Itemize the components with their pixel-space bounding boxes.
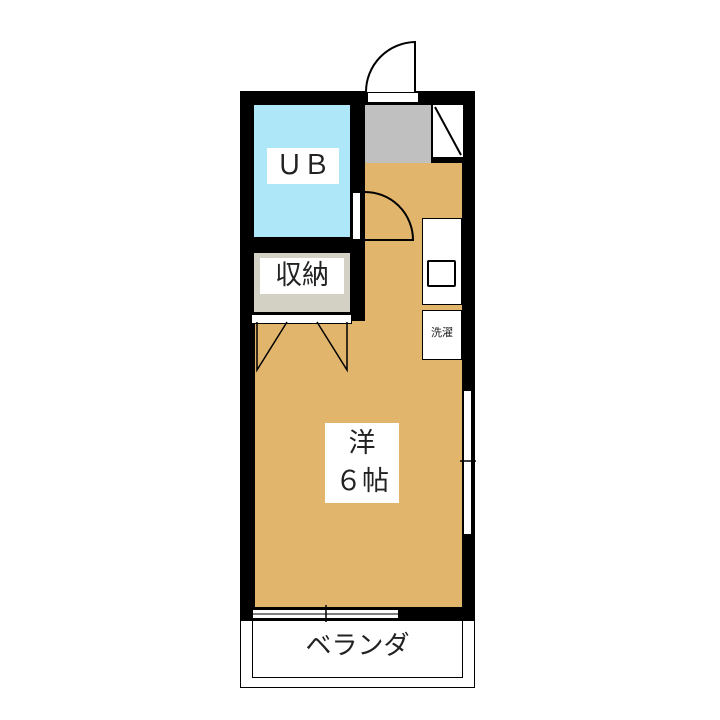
main-room-type: 洋	[348, 428, 376, 459]
side-window	[463, 390, 472, 535]
washer-space	[422, 310, 462, 360]
balcony-label: ベランダ	[305, 631, 410, 661]
sink	[427, 260, 456, 287]
entrance-door-icon	[365, 40, 416, 93]
main-room-size: ６帖	[335, 466, 389, 497]
storage-door-right-icon	[316, 321, 348, 373]
unit-bath-label: ＵＢ	[267, 148, 339, 184]
main-room-label: 洋 ６帖	[325, 423, 399, 503]
balcony-inner-rail	[252, 620, 463, 678]
storage-door-frame	[251, 314, 352, 324]
balcony	[240, 620, 475, 688]
entrance-door-frame	[368, 93, 418, 102]
storage-label: 収納	[260, 258, 344, 294]
entrance	[365, 105, 431, 163]
bath-door-icon	[363, 190, 415, 241]
shoe-closet-diagonal	[434, 106, 462, 156]
bath-door-frame	[352, 192, 361, 240]
washer-label: 洗濯	[431, 326, 453, 339]
storage-door-left-icon	[256, 321, 288, 373]
